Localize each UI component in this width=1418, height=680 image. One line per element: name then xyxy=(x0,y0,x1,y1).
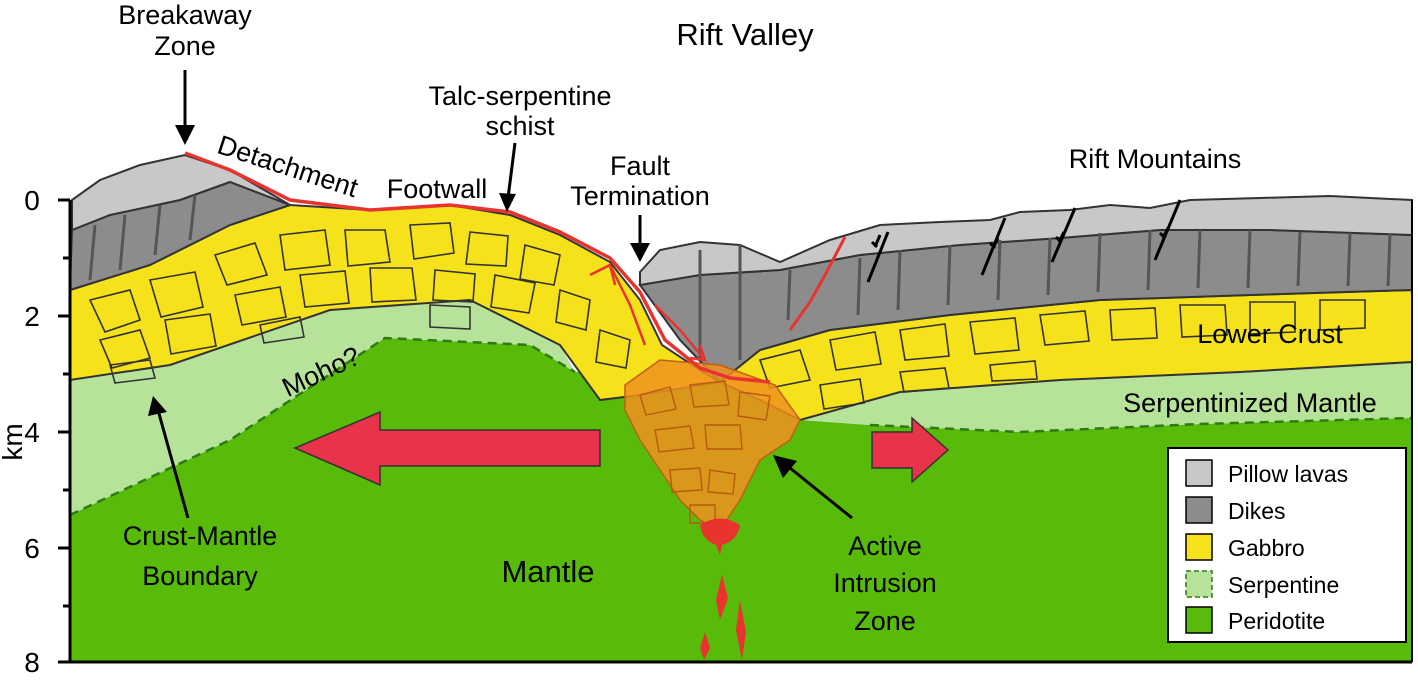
legend-swatch-serpentine xyxy=(1185,570,1213,598)
spreading-arrow-right xyxy=(871,416,950,484)
serpentine-right xyxy=(790,362,1412,432)
diagram-title: Rift Valley xyxy=(676,17,814,52)
fault-label-1: Fault xyxy=(610,151,671,181)
footwall-label: Footwall xyxy=(387,174,488,204)
y-axis-label: km xyxy=(0,423,28,460)
fault-termination-arrow xyxy=(630,215,650,262)
melt-channel-2 xyxy=(736,600,746,660)
active-label-2: Intrusion xyxy=(833,568,937,598)
y-tick-6: 6 xyxy=(24,533,40,564)
legend-label-peridotite: Peridotite xyxy=(1228,608,1325,634)
y-tick-2: 2 xyxy=(24,301,40,332)
legend-label-gabbro: Gabbro xyxy=(1228,535,1305,561)
talc-label-1: Talc-serpentine xyxy=(428,81,611,111)
legend-swatch-dikes xyxy=(1185,496,1213,524)
slip-arrow-right-head xyxy=(689,344,707,362)
legend-label-pillow: Pillow lavas xyxy=(1228,461,1348,487)
y-tick-4: 4 xyxy=(24,417,40,448)
detachment-fault-line xyxy=(184,151,771,384)
slip-arrow-left xyxy=(608,264,647,346)
legend-swatch-peridotite xyxy=(1185,606,1213,634)
y-axis-ticks xyxy=(58,198,70,664)
breakaway-label-2: Zone xyxy=(154,31,216,61)
active-label-3: Zone xyxy=(854,606,916,636)
crust-mantle-label-1: Crust-Mantle xyxy=(123,521,278,551)
dike-texture xyxy=(88,194,1392,360)
slip-arrow-right xyxy=(654,304,706,361)
serpentine-layer xyxy=(70,300,575,515)
legend-swatch-gabbro xyxy=(1185,533,1213,561)
pillow-right xyxy=(639,194,1413,287)
rift-mountains-label: Rift Mountains xyxy=(1069,144,1242,174)
intrusion-zone xyxy=(624,359,801,531)
melt-blob xyxy=(700,518,740,555)
normal-faults xyxy=(866,199,1182,283)
slip-arrow-left-head xyxy=(589,263,617,286)
moho-dashed-line xyxy=(69,336,576,517)
y-tick-0: 0 xyxy=(24,185,40,216)
fault-label-2: Termination xyxy=(570,181,710,211)
y-tick-8: 8 xyxy=(24,647,40,675)
spreading-arrow-left xyxy=(293,410,601,487)
mantle-label: Mantle xyxy=(501,554,594,589)
legend-label-dikes: Dikes xyxy=(1228,498,1286,524)
talc-arrow xyxy=(499,142,517,212)
melt-channel-1 xyxy=(716,575,728,620)
legend-label-serpentine: Serpentine xyxy=(1228,572,1339,598)
crust-mantle-label-2: Boundary xyxy=(142,561,258,591)
lower-crust-label: Lower Crust xyxy=(1197,319,1343,349)
mantle-layer xyxy=(70,338,1412,662)
talc-label-2: schist xyxy=(485,111,555,141)
active-intrusion-arrow xyxy=(773,455,853,520)
legend: Pillow lavas Dikes Gabbro Serpentine Per… xyxy=(1167,447,1407,643)
legend-swatch-pillow xyxy=(1185,459,1213,487)
serpentinized-mantle-label: Serpentinized Mantle xyxy=(1123,388,1377,418)
gabbro-texture xyxy=(88,222,1366,410)
melt-channel-3 xyxy=(700,632,710,660)
breakaway-label-1: Breakaway xyxy=(118,0,252,30)
serpentine-base-dashed-line xyxy=(869,416,1413,434)
crust-mantle-arrow xyxy=(148,396,190,519)
active-label-1: Active xyxy=(848,531,922,561)
breakaway-arrow xyxy=(175,70,195,145)
hanging-wall-fault-line xyxy=(788,236,847,331)
